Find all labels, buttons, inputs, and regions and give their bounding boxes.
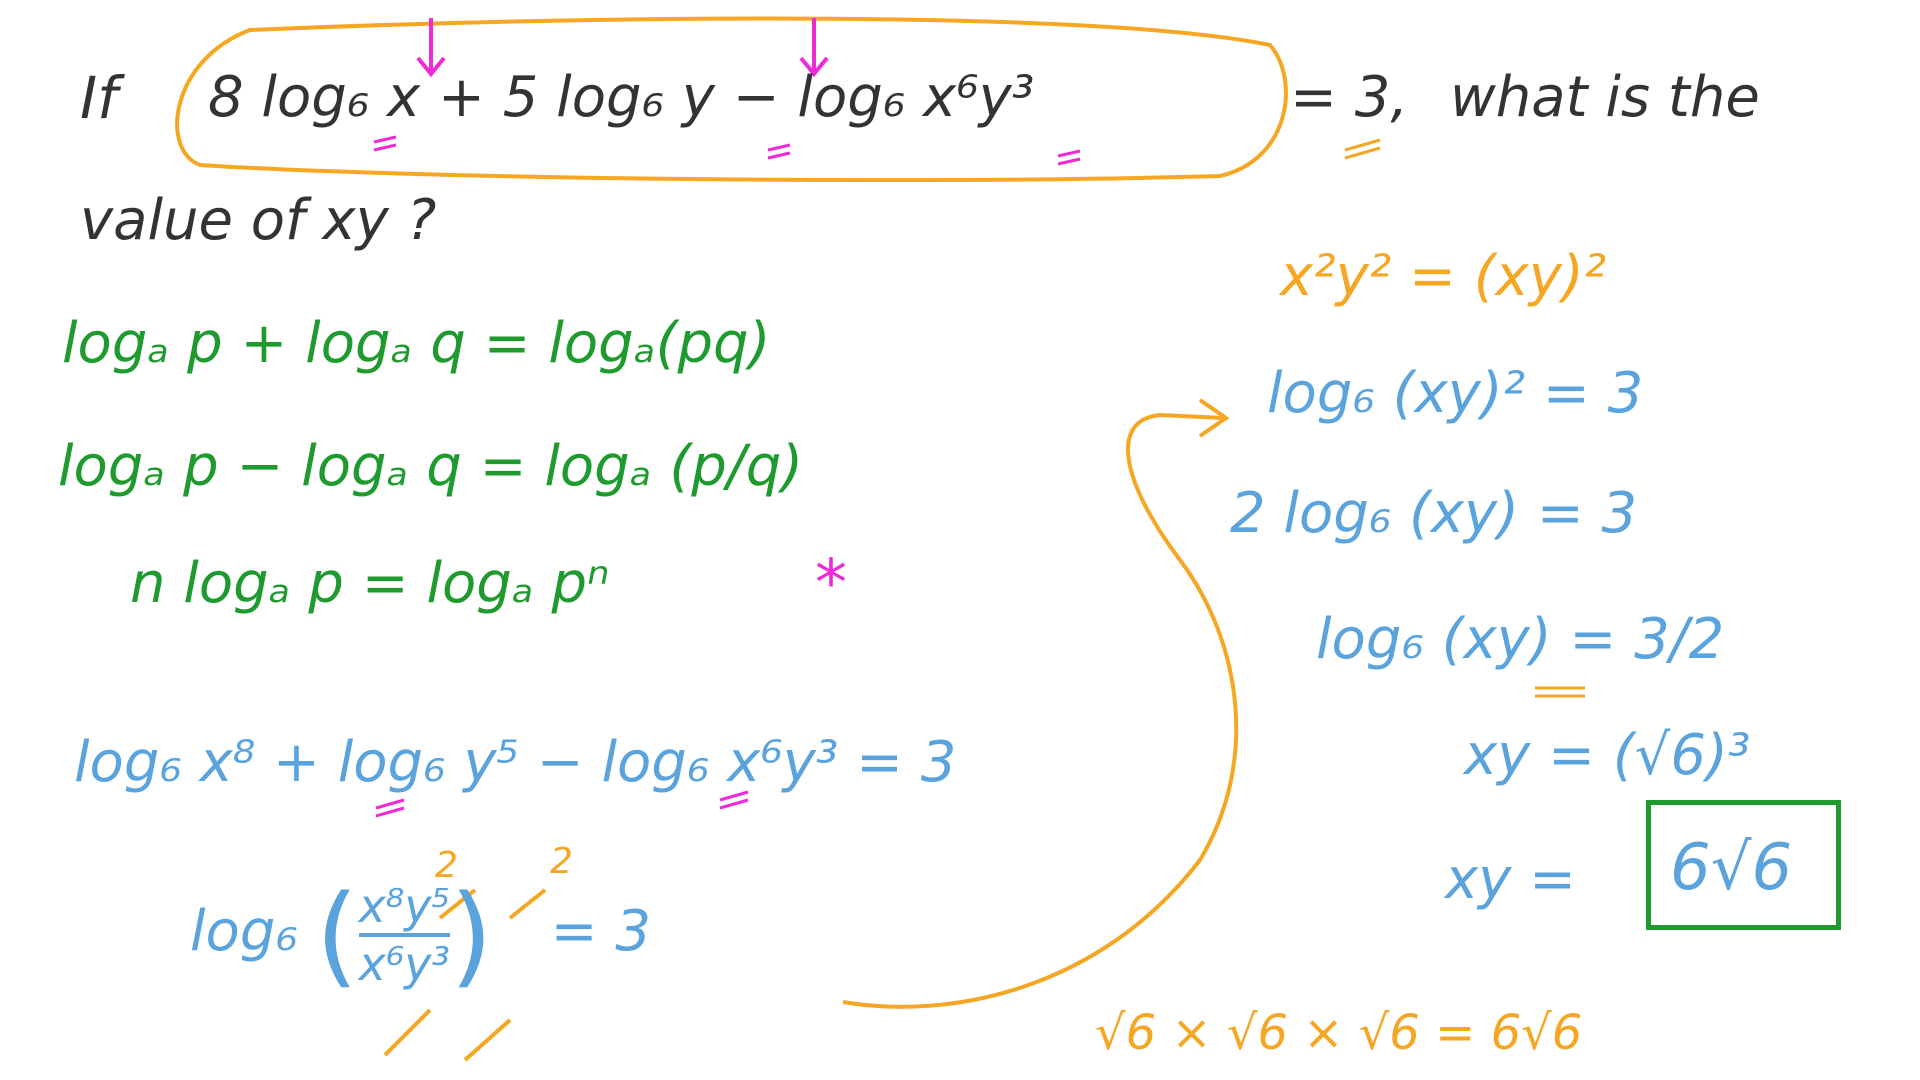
identity-xy-squared: x²y² = (xy)² [1280, 244, 1607, 309]
answer-box [1646, 800, 1841, 930]
step-power-rule: 2 log₆ (xy) = 3 [1230, 481, 1638, 546]
cancel-strikes [383, 888, 547, 1062]
xy-underline [1535, 686, 1585, 698]
question-equation: 8 log₆ x + 5 log₆ y − log₆ x⁶y³ [208, 65, 1035, 130]
curved-arrow-icon [842, 398, 1239, 1009]
reduced-exponent-x: 2 [435, 845, 458, 886]
equals-underline [1344, 138, 1381, 160]
step-log-xy-squared: log₆ (xy)² = 3 [1267, 361, 1644, 426]
log-prefix: log₆ [190, 899, 298, 965]
check-calculation: √6 × √6 × √6 = 6√6 [1095, 1005, 1583, 1061]
denominator: x⁶y³ [358, 937, 450, 991]
question-equals: = 3, [1290, 65, 1409, 130]
question-if: If [80, 64, 118, 132]
step-exponential-form: xy = (√6)³ [1464, 723, 1751, 788]
reduced-exponent-y: 2 [550, 841, 573, 882]
answer-prefix: xy = [1445, 847, 1577, 912]
rule-quotient: logₐ p − logₐ q = logₐ (p/q) [58, 434, 804, 499]
step-divide: log₆ (xy) = 3/2 [1316, 607, 1725, 672]
question-suffix: what is the [1450, 65, 1760, 130]
answer-value: 6√6 [1670, 831, 1793, 905]
equation-highlight-ellipse [175, 16, 1288, 183]
rule-product: logₐ p + logₐ q = logₐ(pq) [62, 311, 771, 376]
step-expanded-logs: log₆ x⁸ + log₆ y⁵ − log₆ x⁶y³ = 3 [74, 730, 957, 795]
rule-power: n logₐ p = logₐ pⁿ [130, 551, 610, 616]
equals-three: = 3 [550, 899, 651, 965]
rule-marker-asterisk: * [815, 547, 847, 621]
base-underline-marks [373, 135, 1081, 818]
pink-arrow-icon [416, 18, 829, 78]
numerator: x⁸y⁵ [358, 879, 450, 933]
question-line2: value of xy ? [80, 188, 437, 253]
